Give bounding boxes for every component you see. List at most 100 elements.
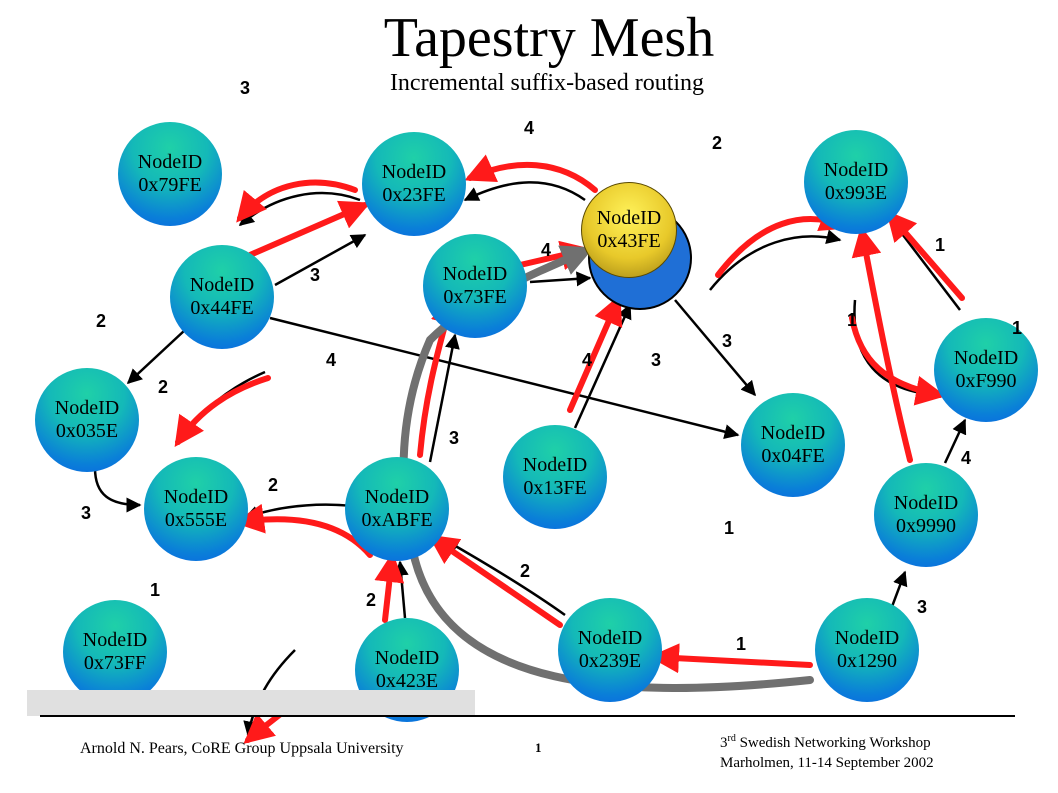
link-44fe-23fe — [274, 233, 367, 287]
footer-event: 3rd Swedish Networking Workshop Marholme… — [720, 732, 934, 773]
edge-label: 3 — [722, 331, 733, 351]
node-23fe-prefix: NodeID — [381, 161, 447, 183]
edge-label: 2 — [268, 475, 279, 495]
footer-event-ordinal-suffix: rd — [727, 733, 736, 744]
edge-label: 1 — [150, 580, 161, 600]
node-555e-prefix: NodeID — [163, 486, 229, 508]
route-43fe-23fe — [464, 154, 598, 193]
edge-label: 3 — [81, 503, 92, 523]
route-555e — [174, 375, 271, 447]
node-abfe: NodeID 0xABFE — [345, 457, 449, 561]
node-abfe-prefix: NodeID — [364, 486, 430, 508]
node-43fe-prefix: NodeID — [596, 207, 662, 229]
link-9990-f990 — [943, 418, 967, 464]
link-423e-abfe — [393, 560, 409, 619]
node-993e: NodeID 0x993E — [804, 130, 908, 234]
edge-label: 4 — [961, 448, 972, 468]
node-04fe-id: 0x04FE — [761, 445, 825, 467]
edge-label: 2 — [96, 311, 107, 331]
node-73fe-prefix: NodeID — [442, 263, 508, 285]
edge-label: 1 — [935, 235, 946, 255]
node-73ff-id: 0x73FF — [83, 652, 147, 674]
node-23fe-id: 0x23FE — [382, 184, 446, 206]
route-993e-f990 — [849, 315, 946, 406]
page-subtitle: Incremental suffix-based routing — [389, 70, 705, 96]
node-1290-id: 0x1290 — [837, 650, 897, 672]
link-239e-abfe — [443, 538, 566, 617]
edge-label: 3 — [917, 597, 928, 617]
node-f990-id: 0xF990 — [955, 370, 1017, 392]
footer-bar — [27, 690, 475, 716]
footer-divider — [40, 715, 1015, 717]
link-43fe-993e — [709, 229, 842, 291]
node-993e-prefix: NodeID — [823, 159, 889, 181]
node-9990-id: 0x9990 — [896, 515, 956, 537]
node-13fe-id: 0x13FE — [523, 477, 587, 499]
node-993e-id: 0x993E — [824, 182, 888, 204]
footer-event-line1: 3rd Swedish Networking Workshop — [720, 732, 934, 754]
node-79fe-id: 0x79FE — [138, 174, 202, 196]
node-73fe: NodeID 0x73FE — [423, 234, 527, 338]
node-035e: NodeID 0x035E — [35, 368, 139, 472]
node-44fe-prefix: NodeID — [189, 274, 255, 296]
route-239e-abfe — [428, 534, 563, 628]
node-555e-id: 0x555E — [164, 509, 228, 531]
node-f990: NodeID 0xF990 — [934, 318, 1038, 422]
edge-label: 4 — [326, 350, 337, 370]
edge-label: 1 — [736, 634, 747, 654]
node-44fe: NodeID 0x44FE — [170, 245, 274, 349]
node-13fe: NodeID 0x13FE — [503, 425, 607, 529]
node-9990-prefix: NodeID — [893, 492, 959, 514]
node-04fe: NodeID 0x04FE — [741, 393, 845, 497]
node-423e-id: 0x423E — [375, 670, 439, 692]
edge-label: 2 — [520, 561, 531, 581]
route-13fe-43fe — [567, 294, 623, 413]
route-423e-abfe — [374, 552, 405, 623]
node-035e-id: 0x035E — [55, 420, 119, 442]
node-555e: NodeID 0x555E — [144, 457, 248, 561]
edge-label: 2 — [712, 133, 723, 153]
route-1290-239e — [649, 643, 813, 674]
edge-label: 2 — [366, 590, 377, 610]
edge-label: 3 — [651, 350, 662, 370]
edge-label: 1 — [847, 310, 858, 330]
edge-label: 4 — [541, 240, 552, 260]
edge-label: 2 — [158, 377, 169, 397]
node-f990-prefix: NodeID — [953, 347, 1019, 369]
link-44fe-035e — [126, 329, 186, 385]
footer-event-name: Swedish Networking Workshop — [735, 735, 931, 751]
node-035e-prefix: NodeID — [54, 397, 120, 419]
node-43fe-destination: NodeID 0x43FE — [581, 182, 677, 278]
node-79fe-prefix: NodeID — [137, 151, 203, 173]
footer-event-line2: Marholmen, 11-14 September 2002 — [720, 754, 934, 771]
node-43fe-id: 0x43FE — [597, 230, 661, 252]
route-23fe-79fe — [236, 179, 358, 223]
node-79fe: NodeID 0x79FE — [118, 122, 222, 226]
node-239e-prefix: NodeID — [577, 627, 643, 649]
edge-label: 3 — [240, 78, 251, 98]
route-44fe-23fe — [247, 200, 371, 258]
link-73fe-43fe — [529, 271, 592, 287]
node-73ff-prefix: NodeID — [82, 629, 148, 651]
node-04fe-prefix: NodeID — [760, 422, 826, 444]
link-035e-555e — [93, 467, 142, 513]
link-44fe-04fe — [269, 316, 740, 440]
link-43fe-23fe — [463, 181, 586, 202]
node-1290-prefix: NodeID — [834, 627, 900, 649]
link-f990-993e — [889, 216, 961, 311]
node-73ff: NodeID 0x73FF — [63, 600, 167, 704]
node-239e-id: 0x239E — [578, 650, 642, 672]
route-43fe-993e — [715, 203, 851, 278]
edge-label: 1 — [1012, 318, 1023, 338]
footer-event-ordinal: 3 — [720, 735, 728, 751]
link-abfe-73fe — [428, 333, 460, 463]
node-23fe: NodeID 0x23FE — [362, 132, 466, 236]
node-abfe-id: 0xABFE — [361, 509, 433, 531]
route-9990-993e — [851, 226, 913, 463]
node-1290: NodeID 0x1290 — [815, 598, 919, 702]
node-73fe-id: 0x73FE — [443, 286, 507, 308]
footer-author: Arnold N. Pears, CoRE Group Uppsala Univ… — [80, 740, 404, 757]
link-43fe-04fe — [674, 299, 756, 397]
node-9990: NodeID 0x9990 — [874, 463, 978, 567]
route-f990-993e — [886, 210, 965, 301]
